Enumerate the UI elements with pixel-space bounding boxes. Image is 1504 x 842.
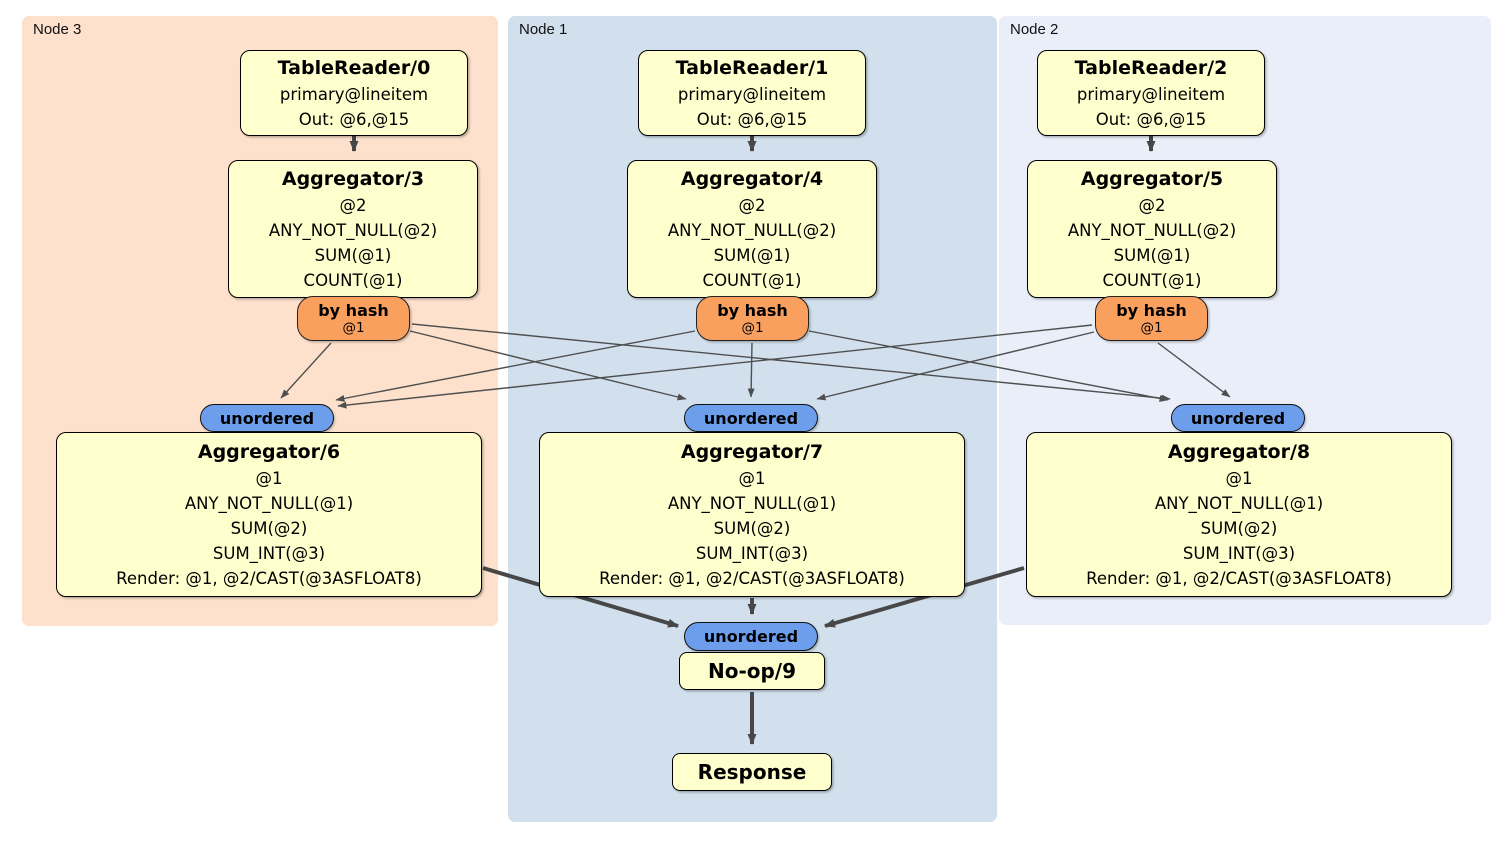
sync-unordered-agg8: unordered [1171,404,1305,432]
region-node-3-label: Node 3 [33,21,82,38]
processor-title: Aggregator/8 [1167,440,1311,463]
router-columns: @1 [741,320,764,336]
edge-byhash5-unordered-agg8 [1157,342,1231,398]
processor-detail: Render: @1, @2/CAST(@3ASFLOAT8) [599,568,905,588]
processor-detail: Out: @6,@15 [696,109,808,129]
processor-detail: ANY_NOT_NULL(@1) [667,493,837,513]
processor-detail: primary@lineitem [1076,84,1226,104]
processor-aggregator-8: Aggregator/8 @1 ANY_NOT_NULL(@1) SUM(@2)… [1026,432,1452,597]
processor-detail: @1 [255,468,283,488]
router-label: by hash [318,301,389,320]
router-by-hash-5: by hash @1 [1095,296,1208,341]
processor-title: Aggregator/6 [197,440,341,463]
sync-unordered-agg7: unordered [684,404,818,432]
router-label: by hash [717,301,788,320]
processor-title: Aggregator/4 [680,167,824,190]
sync-label: unordered [703,627,799,646]
processor-title: Aggregator/7 [680,440,824,463]
processor-detail: ANY_NOT_NULL(@2) [268,220,438,240]
processor-detail: ANY_NOT_NULL(@1) [184,493,354,513]
router-columns: @1 [1140,320,1163,336]
edge-aggregator6-unordered9 [482,566,679,628]
processor-detail: SUM_INT(@3) [1182,543,1296,563]
edge-byhash4-unordered-agg8 [808,330,1169,402]
edge-byhash5-unordered-agg7 [816,331,1095,401]
processor-detail: Out: @6,@15 [298,109,410,129]
processor-detail: primary@lineitem [677,84,827,104]
processor-detail: Out: @6,@15 [1095,109,1207,129]
processor-detail: ANY_NOT_NULL(@2) [1067,220,1237,240]
processor-detail: SUM_INT(@3) [212,543,326,563]
router-by-hash-4: by hash @1 [696,296,809,341]
processor-noop-9: No-op/9 [679,652,825,690]
router-columns: @1 [342,320,365,336]
processor-title: TableReader/0 [277,56,431,79]
processor-detail: COUNT(@1) [702,270,802,290]
edge-byhash4-unordered-agg7 [747,342,755,398]
edge-byhash4-unordered-agg6 [335,330,696,402]
processor-detail: ANY_NOT_NULL(@1) [1154,493,1324,513]
region-node-1-label: Node 1 [519,21,568,38]
processor-detail: ANY_NOT_NULL(@2) [667,220,837,240]
edge-byhash3-unordered-agg7 [409,330,687,401]
edge-byhash3-unordered-agg6 [280,342,332,399]
processor-title: Response [697,759,807,784]
processor-title: TableReader/2 [1074,56,1228,79]
processor-title: No-op/9 [707,658,797,683]
processor-detail: SUM_INT(@3) [695,543,809,563]
sync-label: unordered [1190,408,1286,428]
processor-detail: SUM(@2) [1200,518,1278,538]
processor-detail: @2 [738,195,766,215]
processor-title: Aggregator/5 [1080,167,1224,190]
edge-aggregator8-unordered9 [824,566,1025,628]
processor-tablereader-2: TableReader/2 primary@lineitem Out: @6,@… [1037,50,1265,136]
processor-detail: primary@lineitem [279,84,429,104]
region-node-2-label: Node 2 [1010,21,1059,38]
processor-aggregator-7: Aggregator/7 @1 ANY_NOT_NULL(@1) SUM(@2)… [539,432,965,597]
processor-aggregator-3: Aggregator/3 @2 ANY_NOT_NULL(@2) SUM(@1)… [228,160,478,298]
processor-detail: SUM(@1) [713,245,791,265]
processor-title: TableReader/1 [675,56,829,79]
processor-detail: @1 [1225,468,1253,488]
processor-response: Response [672,753,832,791]
processor-detail: SUM(@1) [1113,245,1191,265]
processor-title: Aggregator/3 [281,167,425,190]
edge-byhash3-unordered-agg8 [411,323,1171,402]
processor-detail: @2 [1138,195,1166,215]
processor-detail: SUM(@2) [230,518,308,538]
router-by-hash-3: by hash @1 [297,296,410,341]
processor-detail: @1 [738,468,766,488]
sync-label: unordered [703,408,799,428]
sync-label: unordered [219,408,315,428]
processor-tablereader-1: TableReader/1 primary@lineitem Out: @6,@… [638,50,866,136]
processor-detail: Render: @1, @2/CAST(@3ASFLOAT8) [116,568,422,588]
processor-tablereader-0: TableReader/0 primary@lineitem Out: @6,@… [240,50,468,136]
processor-detail: SUM(@2) [713,518,791,538]
processor-aggregator-4: Aggregator/4 @2 ANY_NOT_NULL(@2) SUM(@1)… [627,160,877,298]
sync-unordered-noop9: unordered [684,622,818,651]
processor-detail: COUNT(@1) [1102,270,1202,290]
processor-detail: @2 [339,195,367,215]
edge-byhash5-unordered-agg6 [337,324,1093,409]
processor-detail: COUNT(@1) [303,270,403,290]
processor-detail: Render: @1, @2/CAST(@3ASFLOAT8) [1086,568,1392,588]
processor-aggregator-5: Aggregator/5 @2 ANY_NOT_NULL(@2) SUM(@1)… [1027,160,1277,298]
sync-unordered-agg6: unordered [200,404,334,432]
processor-aggregator-6: Aggregator/6 @1 ANY_NOT_NULL(@1) SUM(@2)… [56,432,482,597]
router-label: by hash [1116,301,1187,320]
processor-detail: SUM(@1) [314,245,392,265]
